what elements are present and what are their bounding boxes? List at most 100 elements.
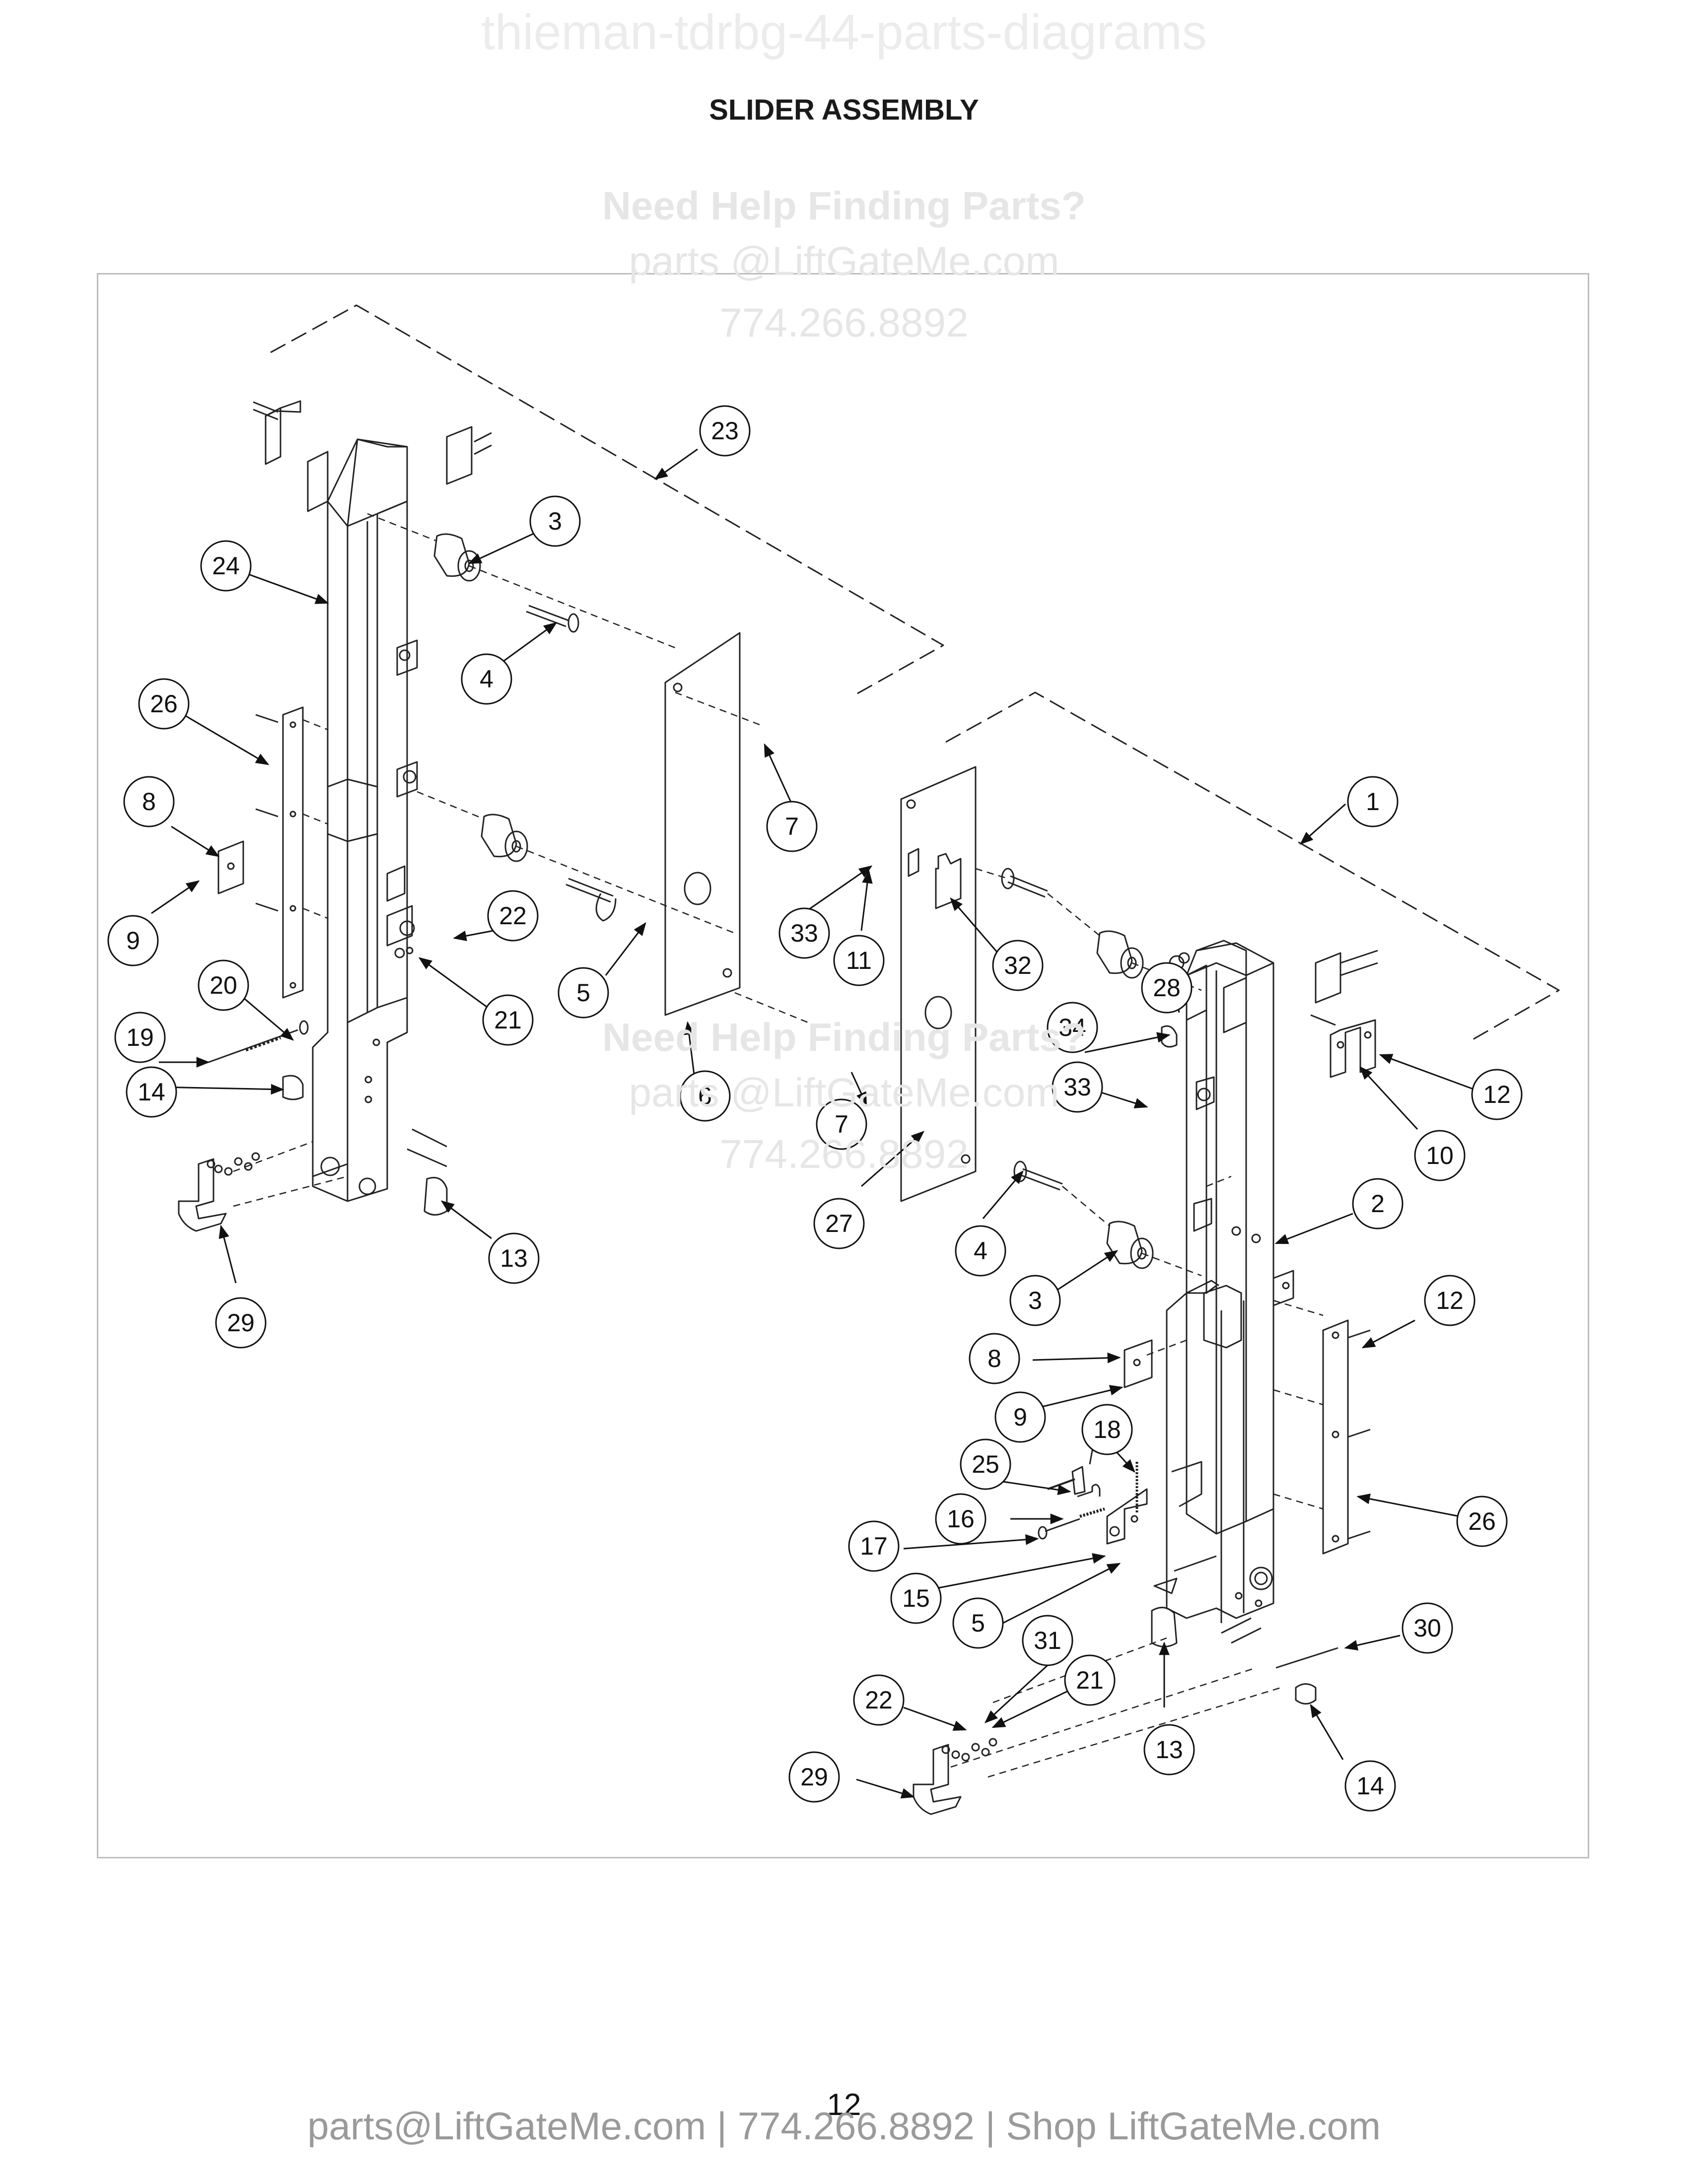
callout-label: 15 — [902, 1584, 930, 1612]
callout-8: 8 — [123, 776, 175, 827]
right-foot-bracket — [913, 1744, 962, 1815]
callout-3: 3 — [1009, 1275, 1061, 1326]
left-top-plate-c — [446, 426, 473, 485]
callout-circle — [114, 1012, 166, 1063]
right-side-plate — [1322, 1319, 1349, 1555]
right-guide-34 — [1161, 1025, 1178, 1048]
callout-11: 11 — [833, 935, 885, 986]
left-foot-hardware — [207, 1152, 260, 1176]
callout-12: 12 — [1424, 1275, 1476, 1326]
callout-label: 8 — [987, 1345, 1001, 1372]
right-hinge-plate — [1330, 1019, 1376, 1078]
help-phone[interactable]: 774.266.8892 — [719, 1132, 969, 1177]
right-roller-upper — [1096, 930, 1144, 979]
callout-30: 30 — [1402, 1602, 1453, 1654]
callout-label: 26 — [150, 690, 178, 718]
callout-26: 26 — [1456, 1496, 1508, 1547]
left-bushing-14 — [282, 1075, 304, 1100]
callout-label: 30 — [1413, 1614, 1441, 1642]
callout-circle — [107, 915, 159, 966]
callout-7: 7 — [816, 1098, 867, 1150]
callout-label: 22 — [499, 902, 527, 930]
callout-circle — [1009, 1275, 1061, 1326]
callout-33: 33 — [778, 907, 830, 959]
left-spring — [245, 1035, 281, 1052]
callout-28: 28 — [1141, 962, 1193, 1014]
callout-circle — [955, 1225, 1006, 1277]
callout-circle — [969, 1333, 1020, 1384]
callout-label: 14 — [138, 1078, 165, 1106]
page-number: 12 — [827, 2088, 861, 2122]
callout-label: 4 — [974, 1237, 987, 1265]
callout-circle — [198, 959, 249, 1011]
callout-24: 24 — [200, 540, 252, 592]
footer-contact[interactable]: parts@LiftGateMe.com | 774.266.8892 | Sh… — [307, 2104, 1381, 2148]
callout-circle — [1352, 1178, 1404, 1229]
callout-32: 32 — [992, 940, 1044, 991]
callout-label: 28 — [1153, 974, 1181, 1002]
right-slider-assembly — [900, 691, 1560, 1815]
right-assembly-bracket — [945, 691, 1560, 1041]
callout-1: 1 — [1347, 776, 1399, 827]
callout-circle — [1064, 1654, 1116, 1706]
right-latch-plate — [935, 853, 962, 909]
help-heading: Need Help Finding Parts? — [602, 184, 1086, 228]
callout-29: 29 — [215, 1297, 267, 1349]
help-email[interactable]: parts @LiftGateMe.com — [629, 239, 1059, 284]
left-slider-assembly — [178, 304, 944, 1232]
callout-4: 4 — [461, 653, 512, 705]
callout-label: 19 — [126, 1024, 154, 1051]
callout-circle — [679, 1070, 731, 1122]
callout-label: 33 — [790, 919, 818, 947]
callout-circle — [778, 907, 830, 959]
callout-21: 21 — [482, 994, 534, 1046]
callout-circle — [848, 1520, 900, 1572]
callout-circle — [126, 1066, 177, 1118]
callout-circle — [200, 540, 252, 592]
callout-label: 11 — [846, 947, 872, 974]
callout-circle — [1141, 962, 1193, 1014]
help-heading: Need Help Finding Parts? — [602, 1015, 1086, 1059]
callout-label: 31 — [1034, 1627, 1061, 1654]
left-foot-bracket — [178, 1158, 227, 1232]
right-latch-mechanism — [1038, 1429, 1202, 1545]
left-pin-upper-head — [567, 613, 579, 633]
callout-circle — [1344, 1760, 1396, 1812]
callout-13: 13 — [1143, 1724, 1195, 1775]
callout-label: 27 — [825, 1210, 853, 1237]
left-roller-upper — [433, 533, 481, 582]
callout-circle — [935, 1493, 986, 1545]
callout-label: 13 — [500, 1244, 528, 1272]
callout-circle — [215, 1297, 267, 1349]
right-stop-plate — [1124, 1339, 1153, 1388]
callout-circle — [833, 935, 885, 986]
callout-circle — [813, 1198, 865, 1249]
right-pin-upper — [1007, 875, 1048, 898]
callout-label: 33 — [1063, 1073, 1091, 1101]
callout-6: 6 — [679, 1070, 731, 1122]
right-wear-pad — [900, 766, 977, 1202]
callout-label: 34 — [1058, 1014, 1086, 1041]
callout-label: 23 — [711, 417, 739, 445]
callout-5: 5 — [558, 967, 609, 1019]
callout-18: 18 — [1081, 1404, 1133, 1455]
callout-16: 16 — [935, 1493, 986, 1545]
callout-31: 31 — [1022, 1615, 1073, 1666]
help-email[interactable]: parts @LiftGateMe.com — [629, 1070, 1059, 1115]
help-phone[interactable]: 774.266.8892 — [719, 300, 969, 345]
callout-label: 29 — [800, 1763, 828, 1791]
callout-label: 21 — [494, 1006, 522, 1034]
callout-14: 14 — [1344, 1760, 1396, 1812]
right-roller-lower — [1106, 1221, 1154, 1269]
callout-circle — [1402, 1602, 1453, 1654]
left-side-plate — [282, 706, 304, 999]
right-bushing-14 — [1295, 1683, 1317, 1705]
callout-label: 21 — [1076, 1666, 1104, 1694]
callout-circle — [1047, 1002, 1098, 1053]
callout-label: 16 — [947, 1505, 975, 1533]
callout-label: 4 — [480, 665, 493, 693]
callout-34: 34 — [1047, 1002, 1098, 1053]
callout-5: 5 — [952, 1597, 1004, 1649]
page-title: SLIDER ASSEMBLY — [709, 94, 979, 126]
